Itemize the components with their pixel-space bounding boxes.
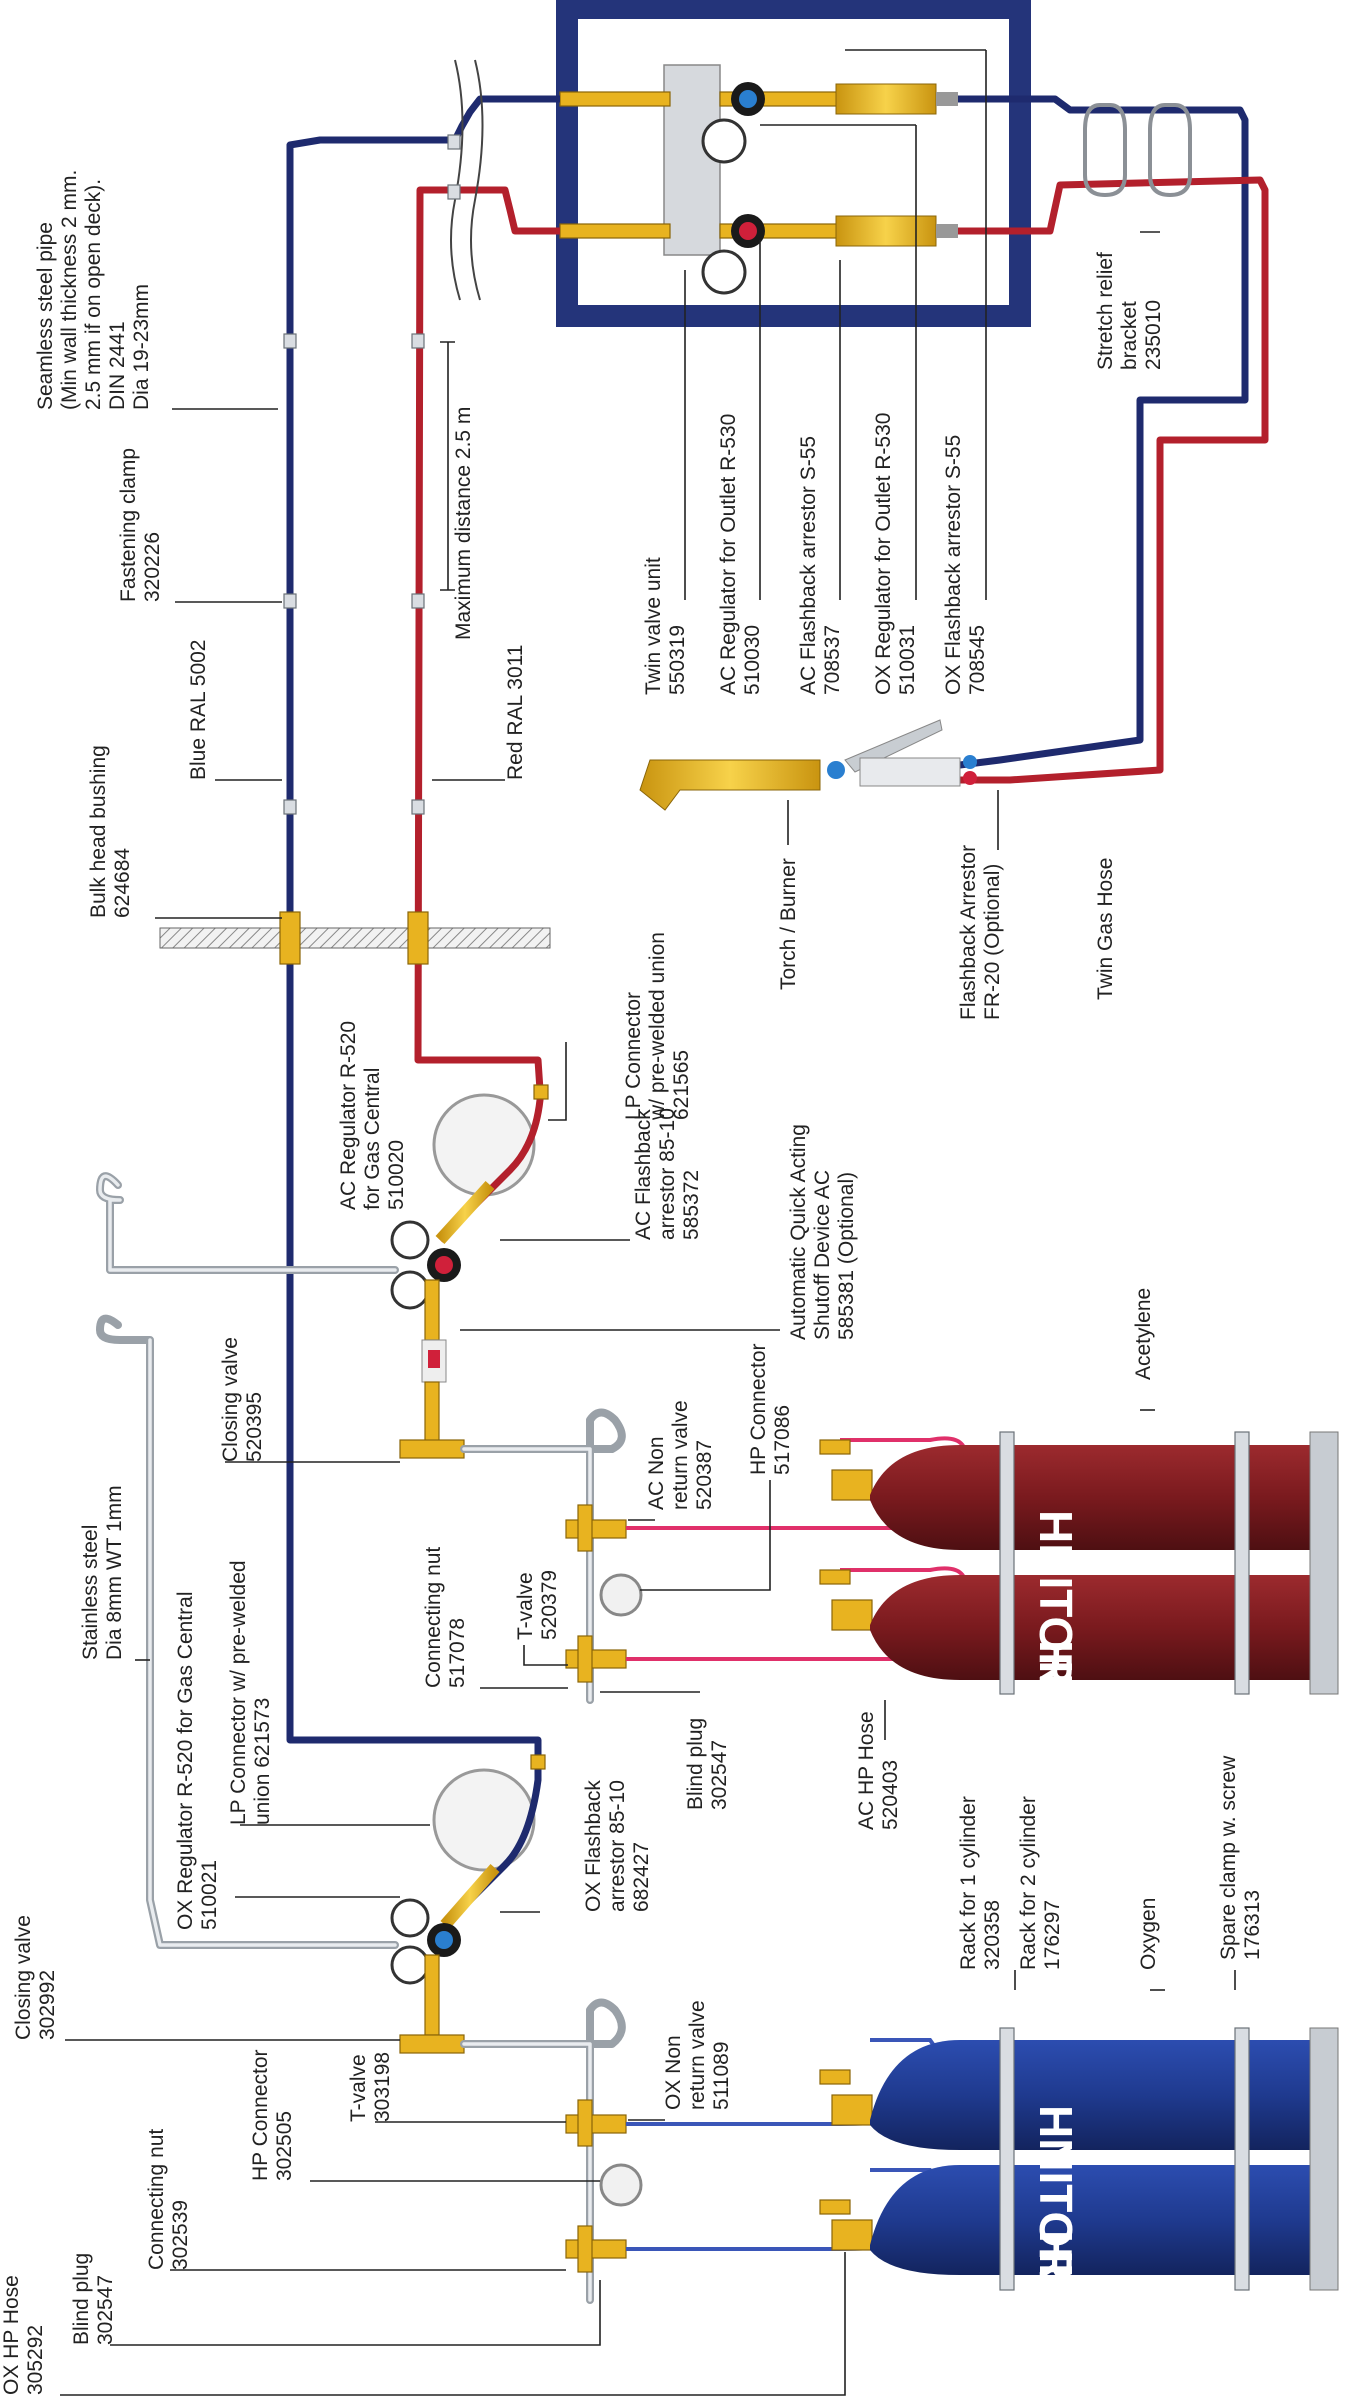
brand-text-ox2: HNITOR — [1030, 2230, 1082, 2400]
label-ac-flashback-85: AC Flashback arrestor 85-10 585372 — [632, 1102, 703, 1240]
label-ac-reg-outlet: AC Regulator for Outlet R-530 510030 — [717, 408, 764, 695]
ac-red-pipe — [414, 186, 560, 1091]
ac-gas-central — [390, 1084, 549, 1459]
label-seamless-pipe: Seamless steel pipe (Min wall thickness … — [34, 164, 153, 410]
label-fastening-clamp: Fastening clamp 320226 — [117, 442, 164, 602]
ox-blue-pipe — [286, 95, 560, 1758]
torch-burner — [639, 719, 977, 811]
brand-text-ac1: HNITOR — [1030, 1510, 1082, 1686]
brand-text-ac2: HNITOR — [1030, 1640, 1082, 1816]
label-rack-1: Rack for 1 cylinder 320358 — [957, 1790, 1004, 1970]
stretch-relief-bracket — [1083, 103, 1192, 198]
fastening-clamps — [283, 134, 461, 815]
label-acetylene: Acetylene — [1132, 1288, 1155, 1380]
label-closing-valve-ac: Closing valve 520395 — [219, 1331, 266, 1462]
acetylene-cylinders — [819, 1431, 1339, 1695]
label-rack-2: Rack for 2 cylinder 176297 — [1017, 1790, 1064, 1970]
oxygen-cylinders — [819, 2027, 1339, 2291]
label-t-valve-ox: T-valve 303198 — [347, 2048, 394, 2122]
label-auto-shutoff: Automatic Quick Acting Shutoff Device AC… — [787, 1118, 858, 1340]
label-ox-flashback-85: OX Flashback arrestor 85-10 682427 — [582, 1774, 653, 1912]
twin-valve-unit-frame — [556, 0, 1031, 327]
cylinder-brand-lettering: HNITOR HNITOR HNITOR HNITOR — [1030, 1510, 1082, 2400]
label-hp-connector-ac: HP Connector 517086 — [747, 1338, 794, 1475]
label-flashback-fr20: Flashback Arrestor FR-20 (Optional) — [957, 839, 1004, 1020]
ox-manifold — [565, 2099, 643, 2273]
label-twin-valve: Twin valve unit 550319 — [642, 551, 689, 695]
label-blind-plug-ox: Blind plug 302547 — [70, 2247, 117, 2345]
label-oxygen: Oxygen — [1137, 1898, 1160, 1970]
pipe-break-mark — [470, 59, 484, 301]
brand-text-ox1: HNITOR — [1030, 2105, 1082, 2281]
label-ox-reg-outlet: OX Regulator for Outlet R-530 510031 — [872, 407, 919, 695]
label-lp-connector-ac: LP Connector w/ pre-welded union 621565 — [622, 926, 693, 1121]
twin-gas-hose — [958, 95, 1269, 784]
label-twin-gas-hose: Twin Gas Hose — [1094, 858, 1117, 1000]
label-red-ral: Red RAL 3011 — [504, 645, 527, 780]
leader-lines — [60, 49, 1236, 2396]
label-spare-clamp: Spare clamp w. screw 176313 — [1217, 1750, 1264, 1960]
label-blue-ral: Blue RAL 5002 — [187, 640, 210, 781]
pipe-break-mark — [450, 59, 464, 301]
ac-manifold — [565, 1504, 643, 1683]
callout-labels: Seamless steel pipe (Min wall thickness … — [0, 164, 1264, 2395]
ox-stainless-lines — [96, 1314, 626, 2304]
label-ac-regulator-central: AC Regulator R-520 for Gas Central 51002… — [337, 1015, 408, 1210]
label-ox-flashback-s55: OX Flashback arrestor S-55 708545 — [942, 429, 989, 695]
label-connecting-nut-ox: Connecting nut 302539 — [145, 2123, 192, 2270]
label-bulkhead: Bulk head bushing 624684 — [87, 739, 134, 918]
label-ox-non-return: OX Non return valve 511089 — [662, 1994, 733, 2110]
label-t-valve-ac: T-valve 520379 — [514, 1566, 561, 1640]
label-torch: Torch / Burner — [777, 858, 800, 990]
bulkhead — [159, 911, 551, 965]
label-ac-non-return: AC Non return valve 520387 — [645, 1394, 716, 1510]
label-ox-hp-hose: OX HP Hose 305292 — [0, 2269, 47, 2395]
label-max-distance: Maximum distance 2.5 m — [452, 407, 475, 640]
label-ac-hp-hose: AC HP Hose 520403 — [855, 1705, 902, 1830]
label-lp-connector-ox: LP Connector w/ pre-welded union 621573 — [227, 1555, 274, 1825]
label-ac-flashback-s55: AC Flashback arrestor S-55 708537 — [797, 430, 844, 695]
label-stainless-steel: Stainless steel Dia 8mm WT 1mm — [79, 1485, 126, 1660]
ac-stainless-lines — [96, 1172, 626, 1704]
ox-gas-central — [390, 1754, 546, 2054]
label-ox-regulator-central: OX Regulator R-520 for Gas Central 51002… — [174, 1586, 221, 1930]
label-closing-valve-ox: Closing valve 302992 — [12, 1909, 59, 2040]
label-hp-connector-ox: HP Connector 302505 — [249, 2044, 296, 2181]
label-stretch-relief: Stretch relief bracket 235010 — [1094, 246, 1165, 370]
label-blind-plug-ac: Blind plug 302547 — [684, 1712, 731, 1810]
label-connecting-nut-ac: Connecting nut 517078 — [422, 1541, 469, 1688]
